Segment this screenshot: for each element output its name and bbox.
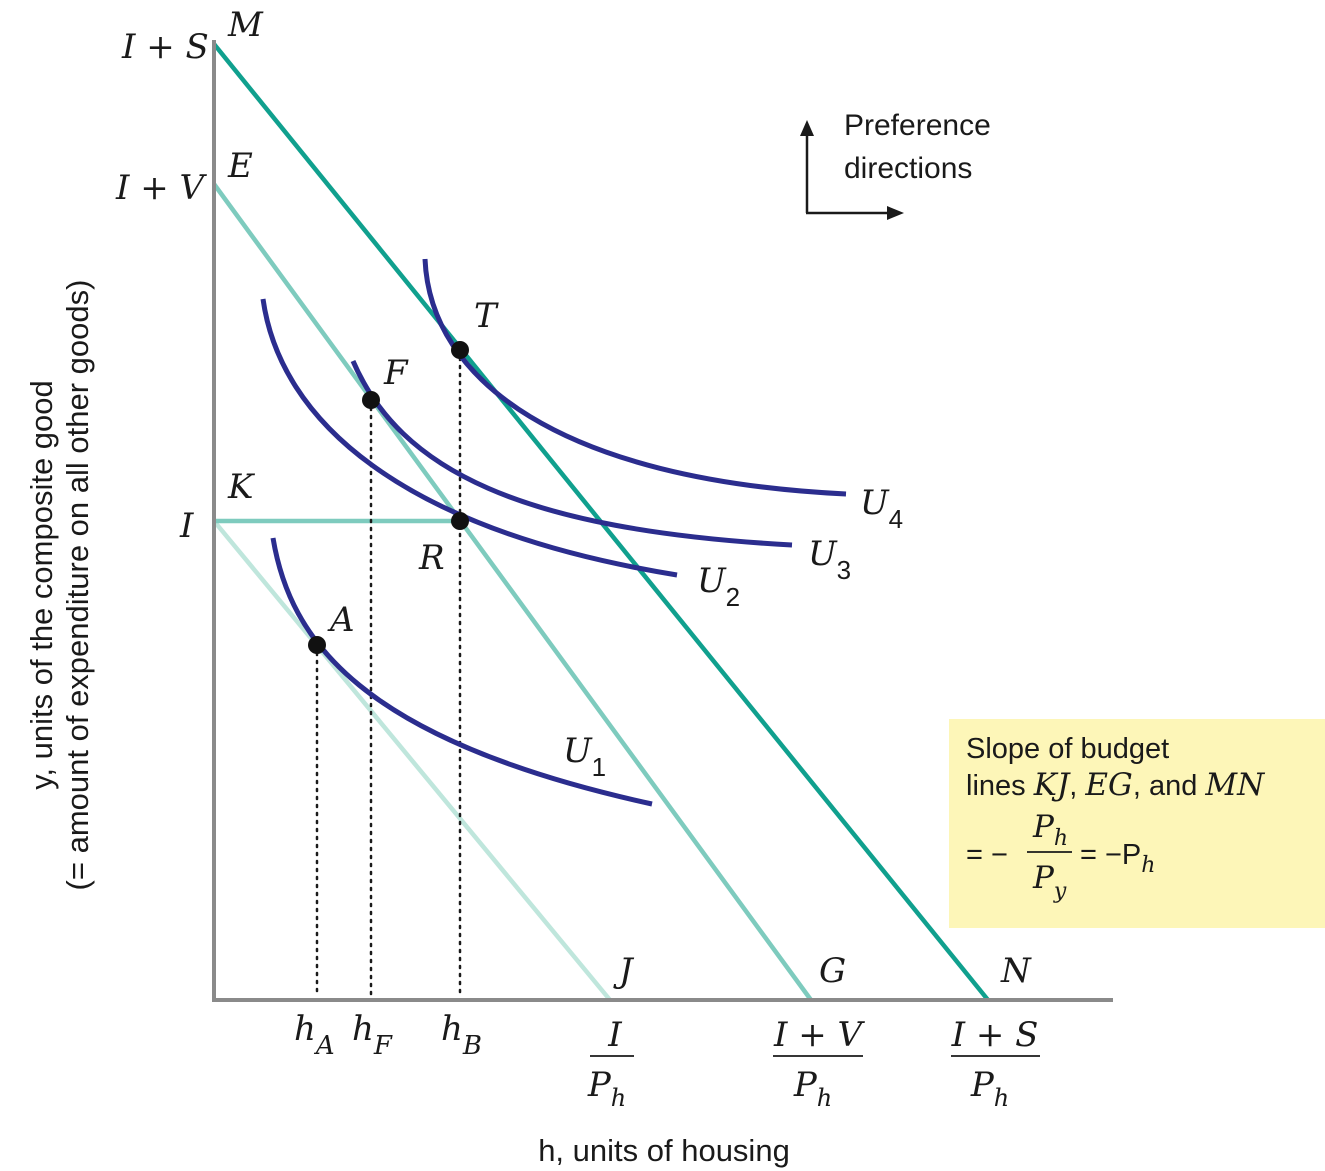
label-point-t: T xyxy=(474,296,499,336)
point-t xyxy=(451,341,469,359)
svg-text:lines KJ, EG, and MN: lines KJ, EG, and MN xyxy=(966,767,1266,803)
svg-text:directions: directions xyxy=(844,152,972,185)
label-u2: U2 xyxy=(697,561,740,612)
indifference-curve-u3 xyxy=(350,360,793,548)
svg-text:(= amount of expenditure on al: (= amount of expenditure on all other go… xyxy=(60,280,95,891)
label-u1-sub: 1 xyxy=(592,752,606,782)
x-tick-ips-over-ph: I + S Ph xyxy=(951,1015,1040,1112)
svg-text:I + S: I + S xyxy=(951,1015,1039,1055)
x-tick-hb: hB xyxy=(441,1009,482,1061)
x-tick-hf: hF xyxy=(352,1009,393,1061)
svg-text:Py: Py xyxy=(1032,860,1067,904)
budget-line-eg xyxy=(212,182,813,1002)
svg-text:Ph: Ph xyxy=(793,1065,832,1112)
label-u3-sub: 3 xyxy=(837,555,851,585)
y-tick-i-plus-s: I + S xyxy=(121,27,209,67)
label-j: J xyxy=(613,951,635,991)
svg-text:Ph: Ph xyxy=(1032,809,1068,851)
svg-text:I + V: I + V xyxy=(773,1015,866,1055)
label-u2-sub: 2 xyxy=(726,582,740,612)
svg-text:= −: = − xyxy=(966,839,1008,871)
indifference-curve-u4 xyxy=(422,258,847,497)
label-e: E xyxy=(227,146,253,186)
label-g: G xyxy=(819,951,846,991)
label-u1: U1 xyxy=(563,731,606,782)
svg-text:y, units of the composite good: y, units of the composite good xyxy=(24,380,59,790)
label-u3: U3 xyxy=(808,534,851,585)
y-tick-i: I xyxy=(179,506,194,546)
label-n: N xyxy=(1000,951,1032,991)
svg-text:Ph: Ph xyxy=(970,1065,1009,1112)
label-k: K xyxy=(227,467,256,507)
label-u4: U4 xyxy=(860,483,903,534)
indifference-curve-u1 xyxy=(270,537,653,807)
svg-text:I: I xyxy=(607,1015,622,1055)
x-axis-title: h, units of housing xyxy=(538,1133,790,1168)
label-m: M xyxy=(227,5,264,45)
svg-text:= −Ph: = −Ph xyxy=(1080,839,1155,878)
label-point-a: A xyxy=(327,600,355,640)
budget-line-kj xyxy=(212,519,612,1002)
label-u4-sub: 4 xyxy=(889,504,903,534)
preference-directions-indicator: Preference directions xyxy=(800,109,991,220)
svg-text:Preference: Preference xyxy=(844,109,991,142)
x-tick-ipv-over-ph: I + V Ph xyxy=(773,1015,866,1112)
point-f xyxy=(362,391,380,409)
point-a xyxy=(308,636,326,654)
label-point-r: R xyxy=(418,538,445,578)
svg-text:Ph: Ph xyxy=(587,1065,626,1112)
label-point-f: F xyxy=(383,353,409,393)
y-axis-title: y, units of the composite good (= amount… xyxy=(24,280,95,891)
svg-text:Slope of budget: Slope of budget xyxy=(966,733,1169,765)
slope-note-box xyxy=(949,719,1325,928)
x-tick-i-over-ph: I Ph xyxy=(587,1015,634,1112)
point-r xyxy=(451,512,469,530)
indifference-curve-u2 xyxy=(260,298,678,578)
arrow-right-icon xyxy=(887,206,904,220)
arrow-up-icon xyxy=(800,120,814,136)
y-tick-i-plus-v: I + V xyxy=(115,168,208,208)
slope-note: Slope of budget lines KJ, EG, and MN = −… xyxy=(966,733,1266,904)
x-tick-ha: hA xyxy=(294,1009,335,1061)
